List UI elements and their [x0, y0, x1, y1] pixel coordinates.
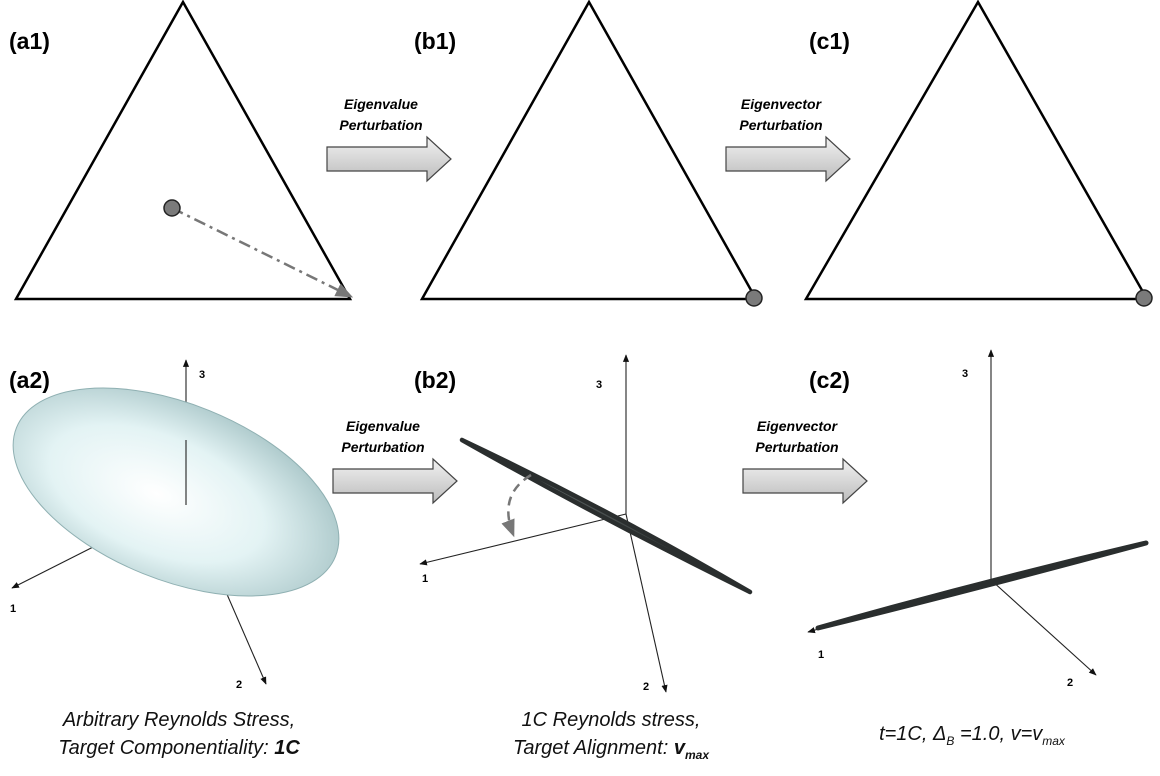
- rotation-arrow: [501, 473, 532, 538]
- axes-b2: [419, 354, 668, 693]
- arrow-top1-line1: Eigenvalue: [344, 96, 418, 112]
- caption-b-line2: Target Alignment: vmax: [452, 734, 770, 769]
- caption-a-line1: Arbitrary Reynolds Stress,: [62, 709, 296, 731]
- axis-label-c2-3: 3: [962, 368, 968, 380]
- arrow-top2-line1: Eigenvector: [741, 96, 823, 112]
- panel-label-c2: (c2): [809, 367, 850, 393]
- caption-a-line2: Target Componentiality: 1C: [20, 734, 338, 762]
- caption-b-prefix: Target Alignment:: [513, 737, 674, 759]
- caption-a-bold: 1C: [274, 737, 300, 759]
- ellipsoid-glyph: [12, 387, 340, 597]
- needle-glyph-b2: [459, 437, 753, 595]
- caption-c-line: t=1C, ΔB =1.0, v=vmax: [832, 720, 1112, 755]
- caption-b: 1C Reynolds stress, Target Alignment: vm…: [452, 706, 770, 769]
- arrow-bottom-eigenvector: Eigenvector Perturbation: [742, 418, 868, 505]
- arrow-bottom1-line2: Perturbation: [341, 439, 424, 455]
- triangle-c1: [803, 0, 1150, 301]
- caption-c-rest: =1.0,: [954, 723, 1011, 745]
- caption-c-v: v=v: [1010, 723, 1043, 745]
- triangle-b1: [419, 0, 759, 301]
- panel-label-b1: (b1): [414, 28, 456, 54]
- axis-label-b2-1: 1: [422, 573, 428, 585]
- caption-a: Arbitrary Reynolds Stress, Target Compon…: [20, 706, 338, 762]
- axes-c2: [807, 349, 1097, 676]
- caption-b-line1: 1C Reynolds stress,: [521, 709, 701, 731]
- axis-label-a2-1: 1: [10, 603, 16, 615]
- marker-b1: [745, 289, 763, 307]
- arrow-bottom2-line1: Eigenvector: [757, 418, 839, 434]
- arrow-top2-line2: Perturbation: [739, 117, 822, 133]
- panel-label-b2: (b2): [414, 367, 456, 393]
- axis-label-b2-2: 2: [643, 681, 649, 693]
- caption-c: t=1C, ΔB =1.0, v=vmax: [832, 720, 1112, 755]
- panel-label-c1: (c1): [809, 28, 850, 54]
- perturbation-path: [171, 206, 354, 298]
- axis-label-a2-2: 2: [236, 679, 242, 691]
- needle-glyph-c2: [815, 540, 1149, 631]
- caption-a-prefix: Target Componentiality:: [58, 737, 275, 759]
- arrow-bottom-eigenvalue: Eigenvalue Perturbation: [332, 418, 458, 505]
- caption-b-v: v: [673, 737, 685, 759]
- triangle-a1: [13, 0, 353, 301]
- axis-label-c2-2: 2: [1067, 677, 1073, 689]
- caption-c-delta: Δ: [932, 723, 947, 745]
- arrow-top-eigenvector: Eigenvector Perturbation: [725, 96, 851, 183]
- axis-label-a2-3: 3: [199, 369, 205, 381]
- caption-c-dsub: B: [946, 734, 955, 748]
- arrow-top1-line2: Perturbation: [339, 117, 422, 133]
- axis-label-b2-3: 3: [596, 379, 602, 391]
- caption-c-vsub: max: [1042, 734, 1065, 748]
- axis-label-c2-1: 1: [818, 649, 824, 661]
- arrow-bottom1-line1: Eigenvalue: [346, 418, 420, 434]
- marker-c1: [1135, 289, 1153, 307]
- panel-label-a1: (a1): [9, 28, 50, 54]
- arrow-top-eigenvalue: Eigenvalue Perturbation: [326, 96, 452, 183]
- arrow-bottom2-line2: Perturbation: [755, 439, 838, 455]
- panel-label-a2: (a2): [9, 367, 50, 393]
- marker-a1: [163, 199, 181, 217]
- caption-b-vsub: max: [684, 748, 709, 762]
- caption-c-t: t=1C,: [879, 723, 933, 745]
